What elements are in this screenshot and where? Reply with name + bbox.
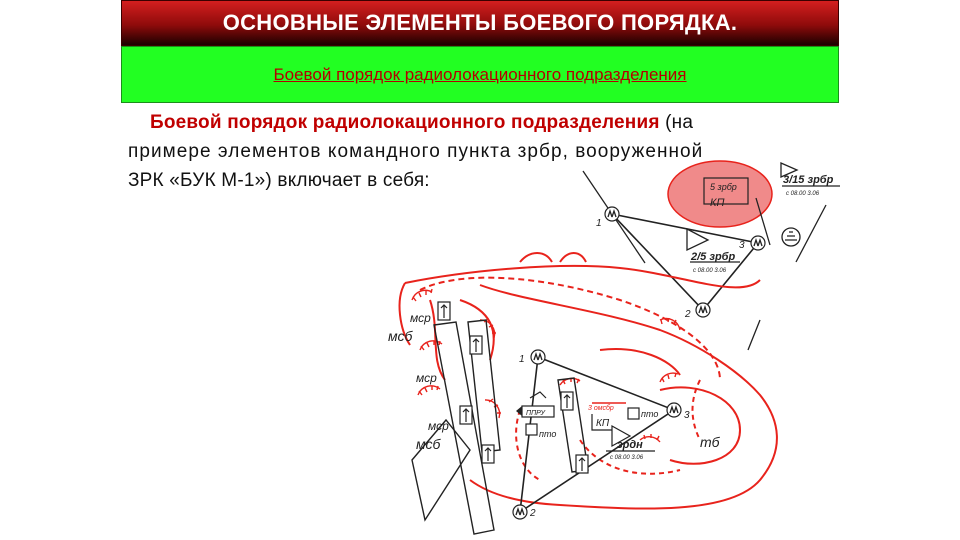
flag-icon [780,162,799,178]
upper-triangle: 1 2 3 [596,206,766,320]
point-1-label: 1 [596,218,602,229]
arrow-icon [462,408,470,422]
body-highlight: Боевой порядок радиолокационного подразд… [150,112,660,133]
unit-labels: мср мсб мср мср мсб пто пто тб [388,311,721,452]
front-bump [559,252,587,263]
radar-icon [604,206,620,222]
ppru-label: ППРУ [526,410,546,417]
radar-triangle [609,212,760,312]
zrbr-2-5-time: с 08.00 3.06 [693,268,727,274]
kp-box [703,177,749,205]
radar-icon [695,302,711,318]
trench-ticks [643,434,660,441]
zrbr-3-15-marker: 3/15 зрбр с 08.00 3.06 [780,162,840,247]
lower-kp-marker: 3 омсбр КП [588,402,626,431]
dashed-boundary [419,276,721,381]
guide-line [795,204,827,263]
lower-point-1-label: 1 [519,354,525,365]
pto-box [627,407,640,420]
body-line-1-rest: (на [659,112,694,133]
msr-label-1: мср [410,311,431,325]
zrdn-time: с 08.00 3.06 [610,455,644,461]
pto-box [525,423,538,436]
msr-label-3: мср [428,419,449,433]
point-3-label: 3 [739,240,745,251]
pto-label-2: пто [641,409,658,419]
arrow-icon [484,447,492,461]
front-bump [519,252,553,263]
unit-column [467,319,501,453]
pto-area [599,348,681,376]
zrbr-3-15-time: с 08.00 3.06 [786,191,820,197]
body-line-3: ЗРК «БУК М-1») включает в себя: [128,170,430,191]
kp-zone-ellipse [667,160,773,228]
arrow-icon [563,394,571,408]
radar-icon [530,349,546,365]
msr-label-2: мср [416,371,437,385]
lower-point-2-label: 2 [529,508,536,519]
kp-box-bottom-label: КП [710,197,724,209]
tb-label: тб [700,434,721,450]
msb-label-1: мсб [388,328,413,344]
zrdn-marker: зрдн с 08.00 3.06 [606,424,655,461]
point-2-label: 2 [684,309,691,320]
trench-arc [484,399,501,419]
pto-label-1: пто [539,429,556,439]
flag-icon [611,424,632,448]
left-edge [398,282,411,346]
zrdn-label: зрдн [617,439,643,451]
trench-ticks [661,372,677,383]
radar-icon [666,402,682,418]
slide-subtitle-bar: Боевой порядок радиолокационного подразд… [121,46,839,103]
arrow-icon [578,457,586,471]
arrow-icon [472,338,480,352]
trench-ticks [412,288,433,302]
launcher-icon [781,227,801,247]
arrow-icon [440,304,448,318]
unit-column [411,418,471,522]
dashed-inner [579,439,681,475]
guide-line [755,197,771,246]
zrbr-2-5-marker: 2/5 зрбр с 08.00 3.06 [686,227,740,274]
msr-area [429,299,446,381]
ppru-pointer [516,406,522,416]
front-line [404,265,761,289]
body-line-2: примере элементов командного пункта зрбр… [128,141,704,162]
kp-box-top-label: 5 зрбр [710,182,737,192]
launcher-icon-detail [785,231,797,241]
outer-boundary [479,284,778,510]
trench-ticks [418,385,439,396]
lower-kp-top-label: 3 омсбр [588,404,614,412]
zrbr-2-5-label: 2/5 зрбр [690,251,735,263]
radar-icon [750,235,766,251]
body-paragraph: Боевой порядок радиолокационного подразд… [128,108,828,195]
outer-boundary-tail [469,479,561,506]
kp-bracket [591,414,616,431]
slide-title-bar: ОСНОВНЫЕ ЭЛЕМЕНТЫ БОЕВОГО ПОРЯДКА. [121,0,839,46]
trench-ticks [660,317,677,325]
radar-icon [512,504,528,520]
ppru-flag [529,391,547,399]
tb-area [659,386,742,465]
red-outlines [398,252,778,510]
trench-arc [659,317,681,331]
kp-zone: 5 зрбр КП [667,160,773,228]
ppru-marker: ППРУ [516,391,555,418]
zrbr-3-15-label: 3/15 зрбр [783,174,834,186]
lower-kp-bottom-label: КП [596,418,610,429]
msr-area [459,299,495,361]
dashed-inner [691,379,701,441]
trench-arc [411,289,433,301]
dashed-inner [515,409,541,481]
slide-subtitle-link[interactable]: Боевой порядок радиолокационного подразд… [273,64,687,84]
unit-arrows [440,304,586,471]
guide-line [747,319,761,351]
lower-point-3-label: 3 [684,410,690,421]
msb-label-2: мсб [416,436,441,452]
slide-title: ОСНОВНЫЕ ЭЛЕМЕНТЫ БОЕВОГО ПОРЯДКА. [222,10,738,35]
flag-icon [686,227,710,252]
trench-ticks [420,340,441,351]
body-line-1: Боевой порядок радиолокационного подразд… [128,108,828,137]
